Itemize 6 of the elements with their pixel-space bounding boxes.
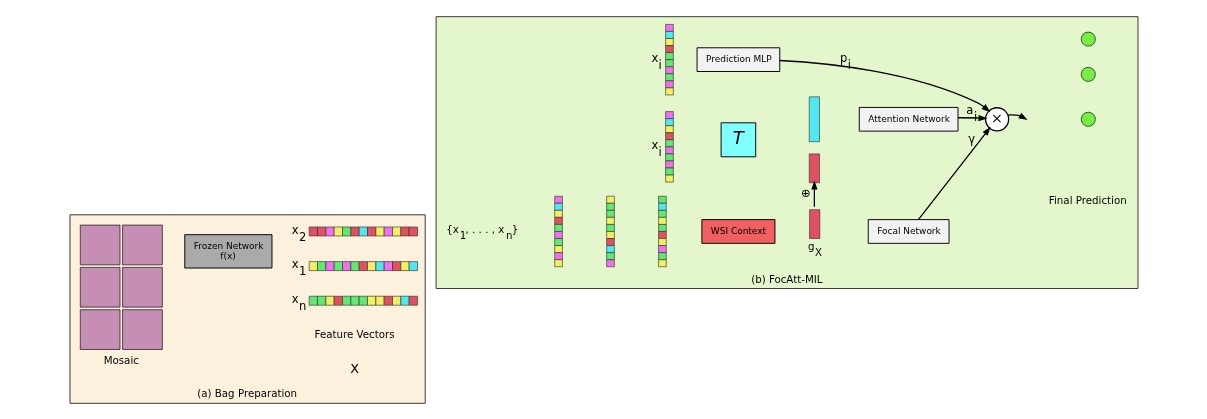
label: X [349,360,359,376]
edge-label: γ [967,131,975,146]
node-label: Mosaic [103,353,139,366]
label: Final Prediction [1048,193,1127,206]
label: Feature Vectors [314,327,395,340]
edge-label: ⊕ [800,185,811,200]
